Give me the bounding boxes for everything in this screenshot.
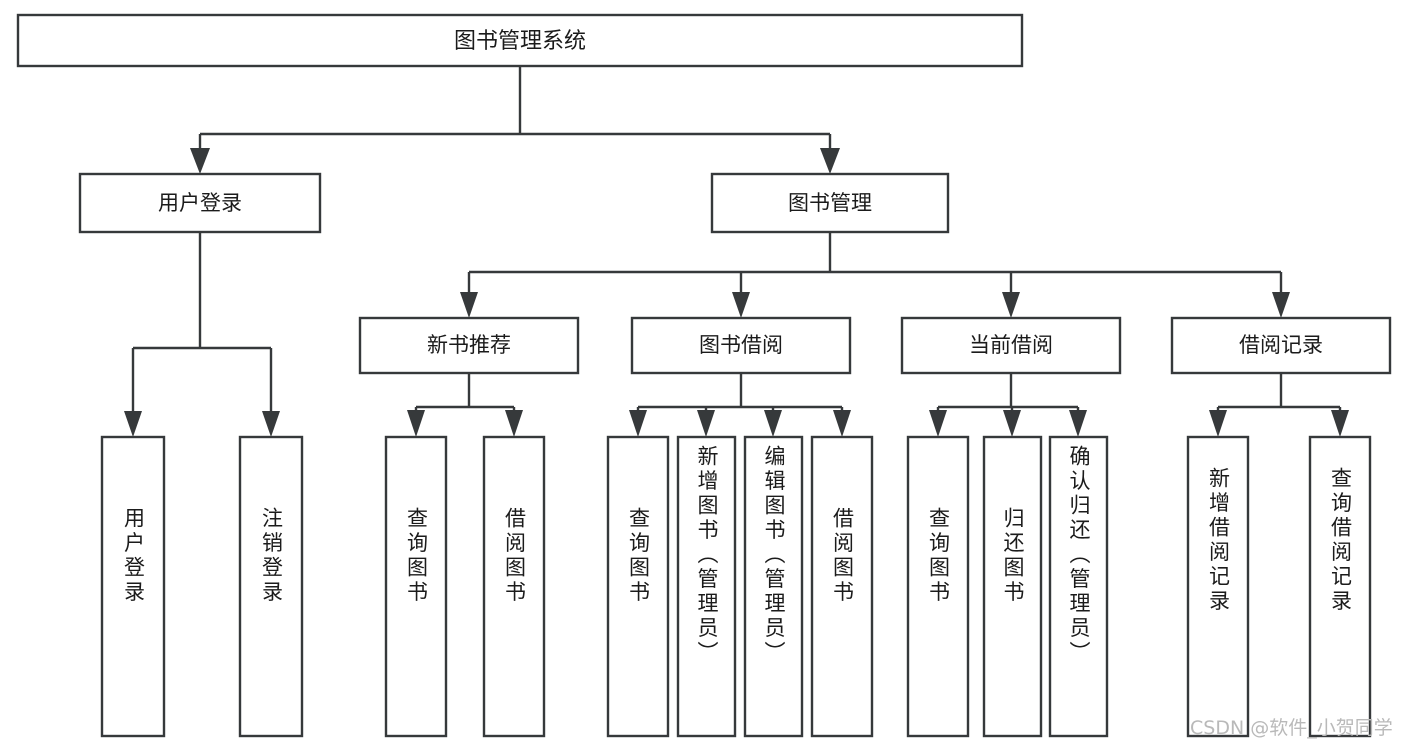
leaf-query-book-2-rect[interactable] xyxy=(606,435,670,738)
arrowhead-leaf-return-book xyxy=(1003,410,1021,437)
leaf-edit-book-admin-rect[interactable] xyxy=(743,435,804,738)
leaf-borrow-book-1-rect[interactable] xyxy=(482,435,546,738)
arrowhead-leaf-query-book-2 xyxy=(629,410,647,437)
leaf-add-record-rect[interactable] xyxy=(1186,435,1250,738)
node-borrow-record-label: 借阅记录 xyxy=(1239,333,1323,357)
leaf-add-book-admin-rect[interactable] xyxy=(676,435,737,738)
nodes-layer: 图书管理系统 用户登录 图书管理 新书推荐 图书借阅 当前 xyxy=(16,13,1392,738)
arrowhead-new-book-recommend xyxy=(460,292,478,318)
node-book-borrow[interactable]: 图书借阅 xyxy=(630,316,852,375)
arrowhead-leaf-confirm-return xyxy=(1069,410,1087,437)
node-user-login-label: 用户登录 xyxy=(158,191,242,215)
node-book-borrow-rect[interactable] xyxy=(630,316,852,375)
node-book-manage-rect[interactable] xyxy=(710,172,950,234)
leaf-borrow-book-2-rect[interactable] xyxy=(810,435,874,738)
node-current-borrow-label: 当前借阅 xyxy=(969,333,1053,357)
arrowhead-leaf-query-book-3 xyxy=(929,410,947,437)
arrowhead-user-login xyxy=(190,148,210,174)
node-borrow-record-rect[interactable] xyxy=(1170,316,1392,375)
arrowhead-current-borrow xyxy=(1002,292,1020,318)
node-borrow-record[interactable]: 借阅记录 xyxy=(1170,316,1392,375)
node-book-manage-label: 图书管理 xyxy=(788,191,872,215)
arrowhead-leaf-borrow-book-2 xyxy=(833,410,851,437)
arrowhead-leaf-user-logout xyxy=(262,411,280,437)
leaf-query-record-rect[interactable] xyxy=(1308,435,1372,738)
leaf-user-logout-rect[interactable] xyxy=(238,435,304,738)
leaf-query-book-1-rect[interactable] xyxy=(384,435,448,738)
arrowhead-leaf-borrow-book-1 xyxy=(505,410,523,437)
arrowhead-book-manage xyxy=(820,148,840,174)
leaf-user-login-rect[interactable] xyxy=(100,435,166,738)
arrowhead-leaf-query-book-1 xyxy=(407,410,425,437)
node-user-login[interactable]: 用户登录 xyxy=(78,172,322,234)
node-root[interactable]: 图书管理系统 xyxy=(16,13,1024,68)
arrowhead-leaf-query-record xyxy=(1331,410,1349,437)
leaf-confirm-return-rect[interactable] xyxy=(1048,435,1109,738)
arrowhead-leaf-user-login xyxy=(124,411,142,437)
node-new-book-recommend-rect[interactable] xyxy=(358,316,580,375)
node-current-borrow[interactable]: 当前借阅 xyxy=(900,316,1122,375)
node-new-book-recommend-label: 新书推荐 xyxy=(427,333,511,357)
node-user-login-rect[interactable] xyxy=(78,172,322,234)
arrowhead-borrow-record xyxy=(1272,292,1290,318)
node-root-label: 图书管理系统 xyxy=(454,29,586,54)
leaf-return-book-rect[interactable] xyxy=(982,435,1043,738)
connectors-layer xyxy=(124,66,1349,437)
leaf-query-book-3-rect[interactable] xyxy=(906,435,970,738)
node-new-book-recommend[interactable]: 新书推荐 xyxy=(358,316,580,375)
arrowhead-leaf-add-book-admin xyxy=(697,410,715,437)
arrowhead-leaf-add-record xyxy=(1209,410,1227,437)
arrowhead-book-borrow xyxy=(732,292,750,318)
arrowhead-leaf-edit-book-admin xyxy=(764,410,782,437)
node-current-borrow-rect[interactable] xyxy=(900,316,1122,375)
node-book-borrow-label: 图书借阅 xyxy=(699,333,783,357)
node-root-rect[interactable] xyxy=(16,13,1024,68)
node-book-manage[interactable]: 图书管理 xyxy=(710,172,950,234)
